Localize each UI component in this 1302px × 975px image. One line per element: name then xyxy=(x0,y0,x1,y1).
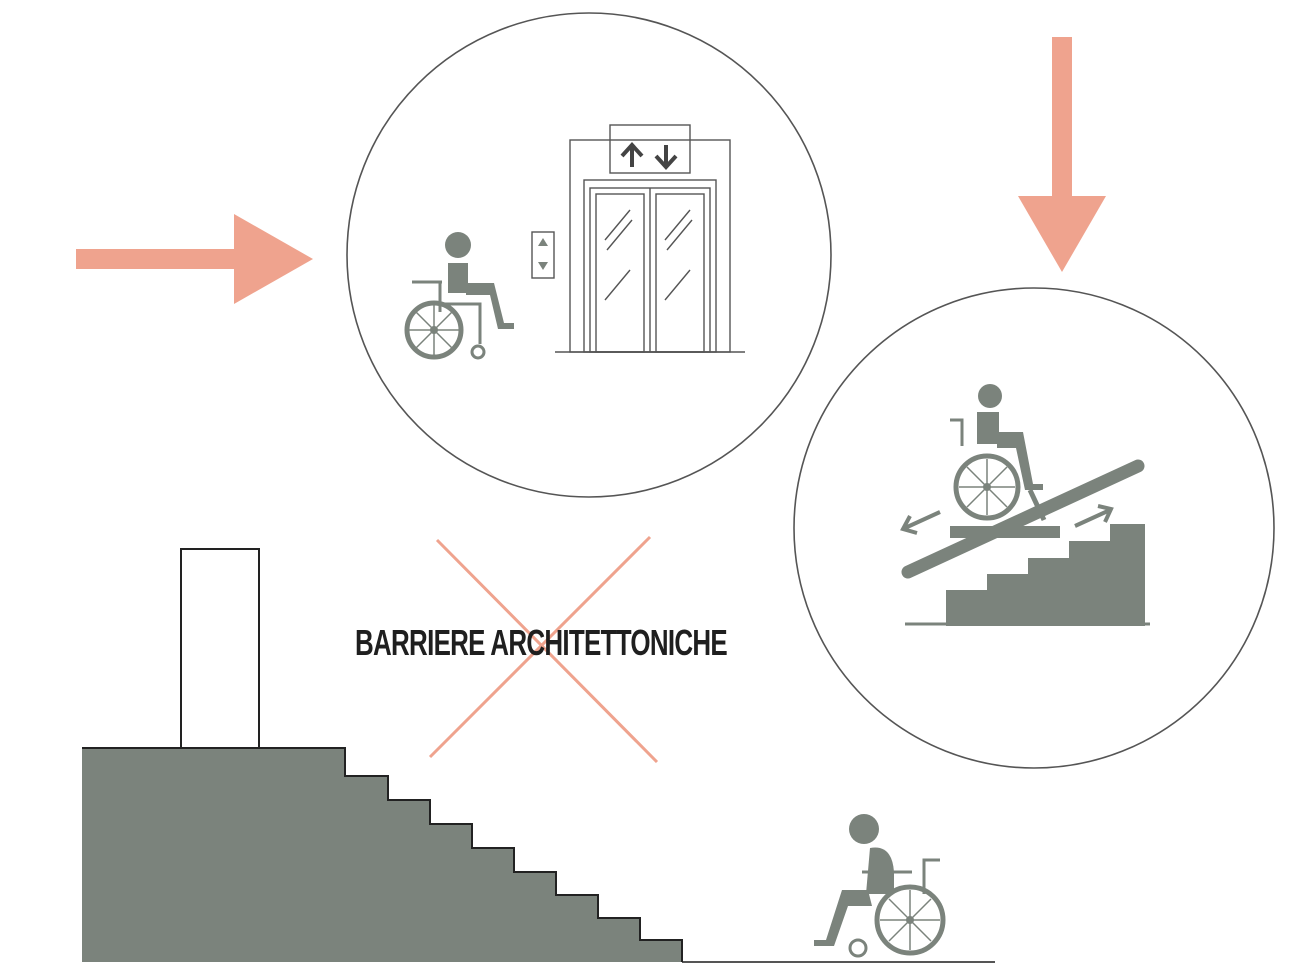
up-down-arrows-icon xyxy=(622,145,676,167)
elevator-circle xyxy=(347,13,831,497)
elevator-option xyxy=(347,13,831,497)
wheelchair-user-icon xyxy=(407,232,514,358)
barrier-label: BARRIERE ARCHITETTONICHE xyxy=(355,622,727,663)
door-icon xyxy=(181,549,259,748)
stairlift-icon xyxy=(903,384,1150,626)
wheelchair-user-icon xyxy=(814,814,943,956)
elevator-icon xyxy=(532,125,745,352)
arrow-down-icon xyxy=(1018,37,1106,272)
stairs-icon xyxy=(82,748,682,962)
stairlift-option xyxy=(794,288,1274,768)
arrow-right-icon xyxy=(76,214,313,304)
